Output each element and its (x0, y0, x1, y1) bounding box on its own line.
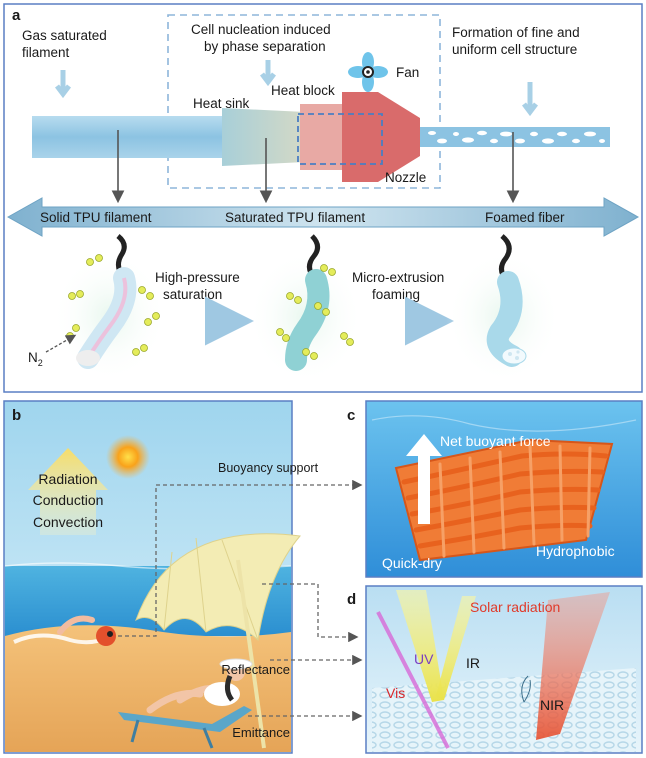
umbrella-connector (262, 583, 359, 643)
process-double-arrow (6, 197, 640, 237)
panel-d: d Solar radiation UV IR Vis NIR (347, 585, 643, 754)
ir-label: IR (466, 655, 480, 671)
high-pressure-label-1: High-pressure (155, 270, 240, 285)
panel-c: c Net buoyant force Quick-dry Hydrophobi… (347, 400, 643, 578)
net-buoyant-label: Net buoyant force (440, 433, 551, 449)
micro-extrusion-label-2: foaming (372, 287, 420, 302)
panel-letter-a: a (12, 7, 21, 24)
swimmer (13, 615, 116, 646)
heat-zone-dashed-box (297, 113, 383, 165)
nozzle-label: Nozzle (385, 170, 426, 185)
saturated-filament-stage (248, 234, 363, 384)
hydrophobic-label: Hydrophobic (536, 543, 615, 559)
gas-saturated-label-1: Gas saturated (22, 28, 107, 43)
heat-sink (222, 108, 305, 166)
foamed-strand (420, 127, 610, 147)
high-pressure-label-2: saturation (163, 287, 222, 302)
down-arrow-nucleation (260, 60, 276, 87)
formation-label-2: uniform cell structure (452, 42, 577, 57)
fan-icon (348, 52, 388, 92)
micro-extrusion-label-1: Micro-extrusion (352, 270, 444, 285)
lounger-with-person (118, 658, 253, 749)
vis-beam (396, 590, 444, 702)
panel-letter-b: b (12, 407, 21, 424)
cell-nucleation-label-1: Cell nucleation induced (191, 22, 331, 37)
convection-label: Convection (33, 514, 103, 530)
down-arrow-gas (55, 70, 71, 99)
buoyancy-support-label: Buoyancy support (218, 461, 319, 475)
heat-sink-label: Heat sink (193, 96, 250, 111)
sun-icon (106, 435, 150, 479)
cell-nucleation-label-2: by phase separation (204, 39, 326, 54)
n2-arrow (45, 334, 77, 353)
gas-saturated-label-2: filament (22, 45, 70, 60)
panel-letter-d: d (347, 591, 356, 608)
solid-filament-stage (52, 234, 167, 382)
emittance-label: Emittance (232, 725, 290, 740)
down-arrow-formation (522, 82, 538, 117)
reflectance-label: Reflectance (221, 662, 290, 677)
solid-tpu-label: Solid TPU filament (40, 210, 152, 225)
uv-beam (376, 611, 450, 749)
conduction-label: Conduction (33, 492, 104, 508)
solid-filament-bar (32, 116, 232, 158)
knitted-fabric (394, 438, 614, 562)
nucleation-dashed-box (167, 14, 441, 189)
formation-label-1: Formation of fine and (452, 25, 580, 40)
saturated-tpu-label: Saturated TPU filament (225, 210, 365, 225)
n2-label: N2 (28, 350, 43, 368)
solar-radiation-label: Solar radiation (470, 599, 560, 615)
buoyant-force-arrow (406, 434, 442, 524)
panel-b: b Radiation Conduction Convection Buoyan… (3, 400, 363, 754)
nir-label: NIR (540, 697, 564, 713)
foamed-fiber-stage (446, 234, 561, 384)
buoyancy-connector (118, 479, 363, 637)
beach-umbrella (135, 533, 301, 749)
nir-arrow (521, 675, 531, 703)
quick-dry-label: Quick-dry (382, 555, 442, 571)
heat-block-label: Heat block (271, 83, 335, 98)
vis-label: Vis (386, 685, 405, 701)
uv-label: UV (414, 651, 434, 667)
ir-beam (436, 596, 476, 700)
foamed-fiber-label: Foamed fiber (485, 210, 565, 225)
panel-a: a Gas saturated filament Cell nucleation… (3, 3, 643, 393)
heat-up-arrow (28, 448, 108, 535)
panel-letter-c: c (347, 407, 355, 424)
fan-label: Fan (396, 65, 419, 80)
solar-beam (536, 592, 610, 740)
radiation-label: Radiation (38, 471, 97, 487)
